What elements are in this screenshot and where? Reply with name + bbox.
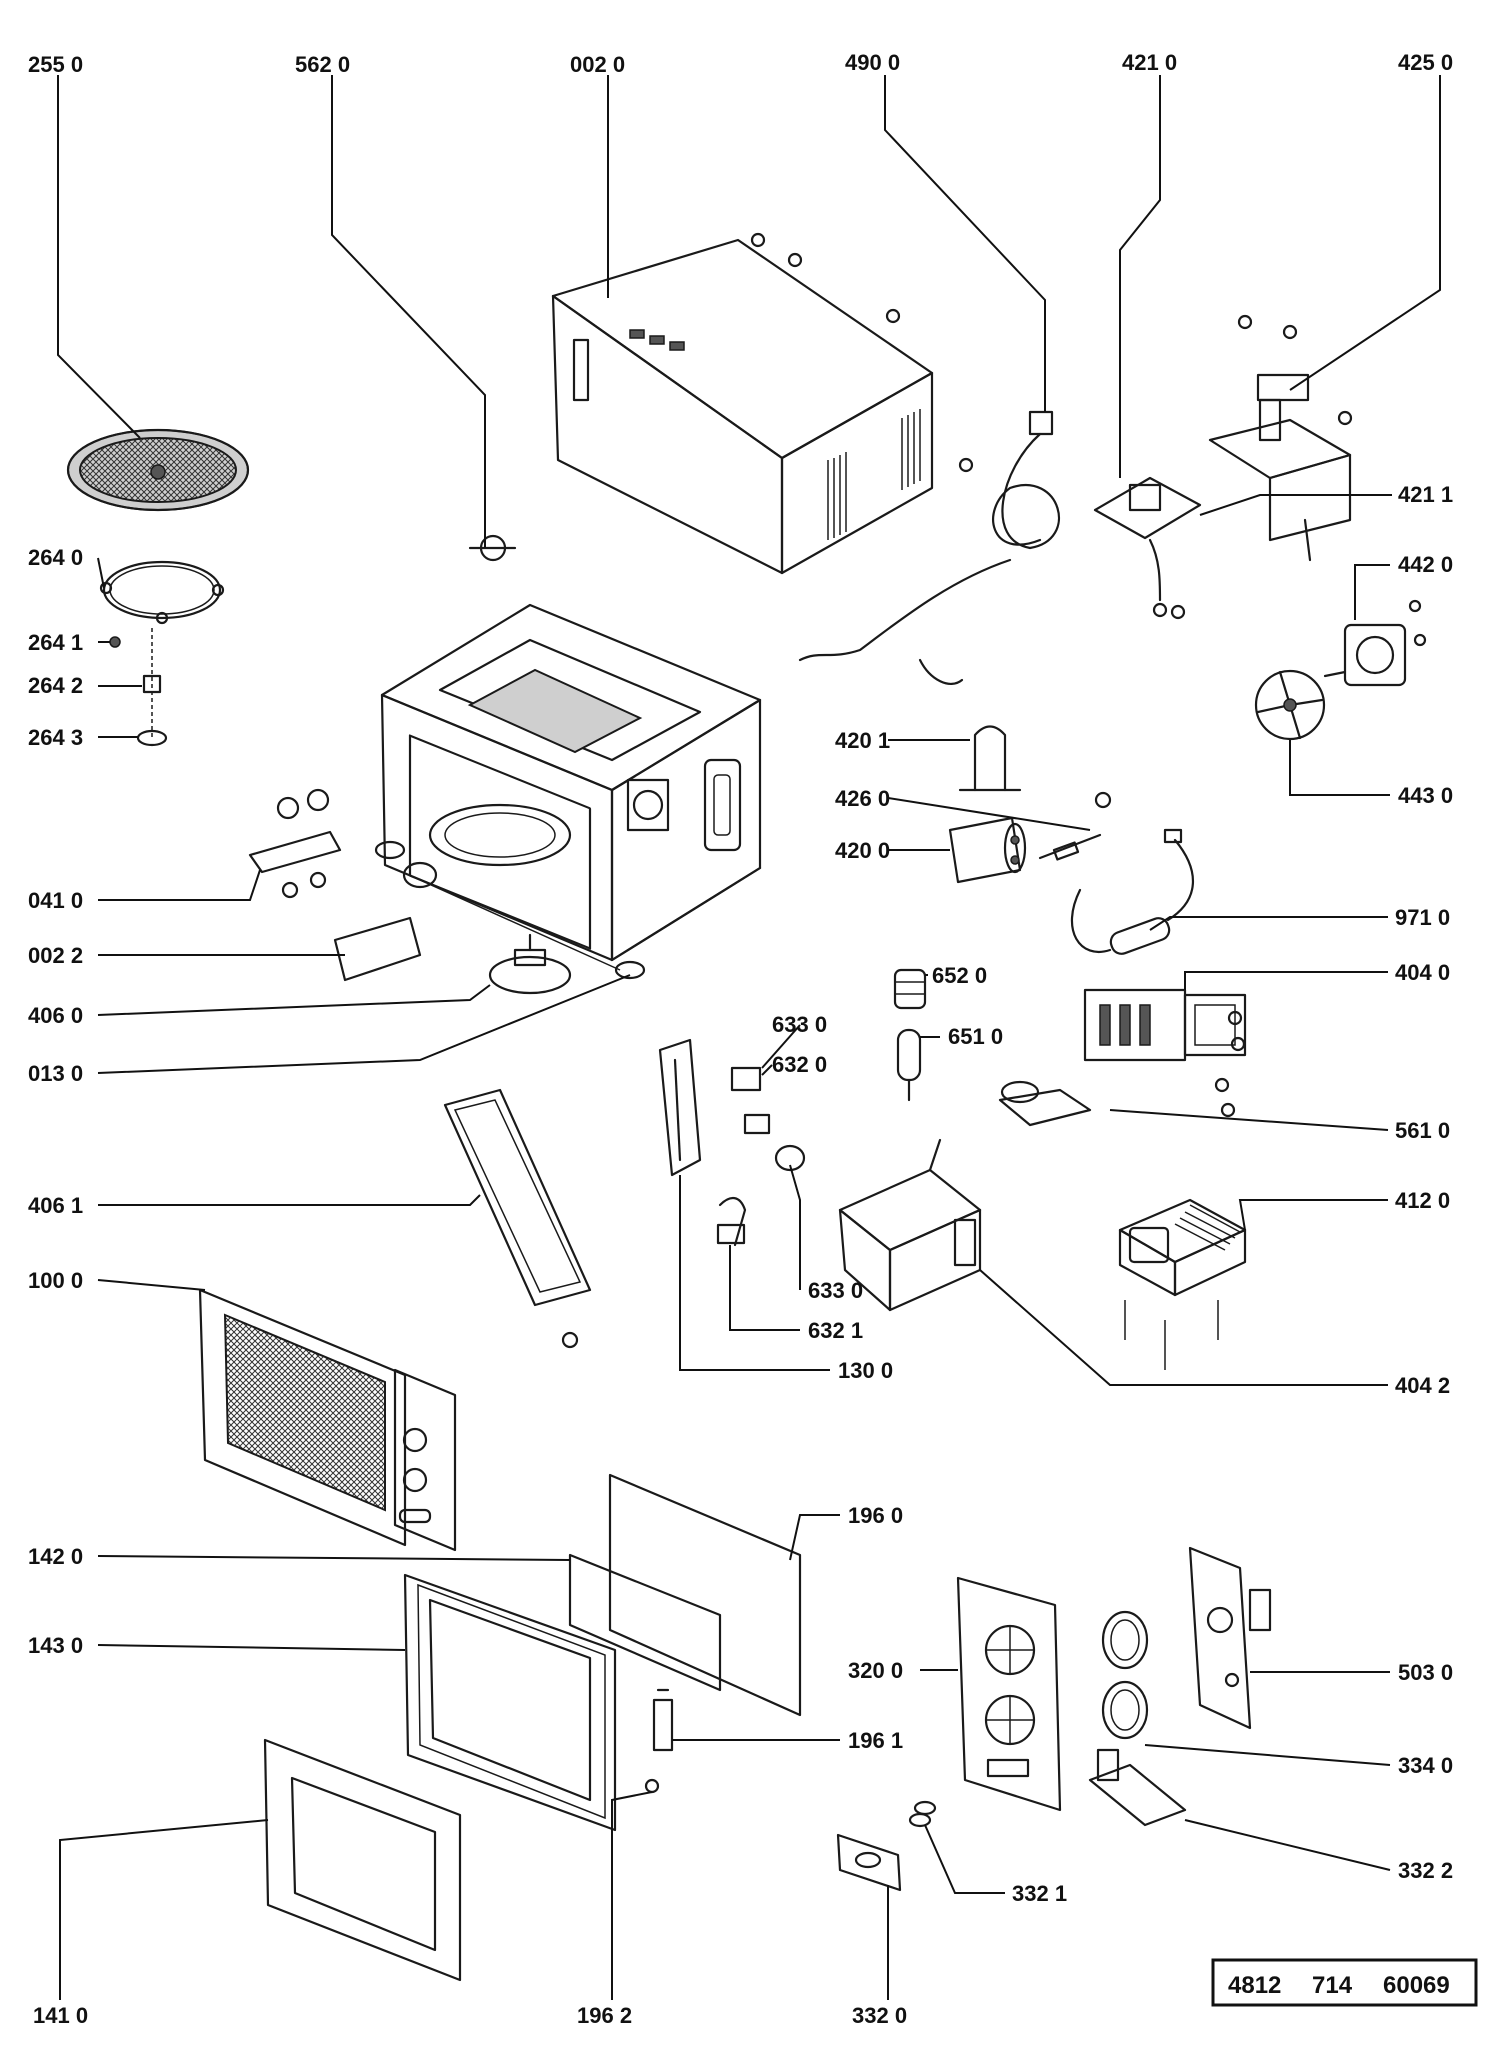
label-420-0: 420 0 xyxy=(835,838,890,863)
turntable-plate xyxy=(66,428,250,512)
relay-unit xyxy=(1083,988,1247,1118)
label-334-0: 334 0 xyxy=(1398,1753,1453,1778)
label-196-2: 196 2 xyxy=(577,2003,632,2028)
latch-spring xyxy=(644,1778,660,1794)
label-264-3: 264 3 xyxy=(28,725,83,750)
label-561-0: 561 0 xyxy=(1395,1118,1450,1143)
control-knobs xyxy=(1101,1610,1149,1740)
label-652-0: 652 0 xyxy=(932,963,987,988)
label-443-0: 443 0 xyxy=(1398,783,1453,808)
door-panel xyxy=(608,1473,802,1717)
fan-blade xyxy=(1254,669,1326,741)
label-632-1: 632 1 xyxy=(808,1318,863,1343)
label-632-0: 632 0 xyxy=(772,1052,827,1077)
label-406-1: 406 1 xyxy=(28,1193,83,1218)
power-cord xyxy=(798,410,1060,686)
hv-capacitor xyxy=(948,816,1027,884)
label-013-0: 013 0 xyxy=(28,1061,83,1086)
label-255-0: 255 0 xyxy=(28,52,83,77)
button-spring xyxy=(908,1800,937,1828)
small-bracket xyxy=(248,788,342,899)
label-130-0: 130 0 xyxy=(838,1358,893,1383)
label-421-0: 421 0 xyxy=(1122,50,1177,75)
transformer xyxy=(1118,1198,1247,1370)
lamp-socket xyxy=(893,968,927,1010)
label-412-0: 412 0 xyxy=(1395,1188,1450,1213)
leader-lines xyxy=(57,75,1441,2000)
choke-cover xyxy=(568,1553,722,1692)
turntable-motor xyxy=(488,933,572,995)
label-651-0: 651 0 xyxy=(948,1024,1003,1049)
door-assembly xyxy=(198,1288,457,1552)
outer-cabinet xyxy=(551,232,974,575)
label-002-0: 002 0 xyxy=(570,52,625,77)
main-chassis xyxy=(380,603,762,971)
capacitor-bracket xyxy=(958,725,1022,792)
label-406-0: 406 0 xyxy=(28,1003,83,1028)
label-421-1: 421 1 xyxy=(1398,482,1453,507)
label-264-2: 264 2 xyxy=(28,673,83,698)
label-420-1: 420 1 xyxy=(835,728,890,753)
label-100-0: 100 0 xyxy=(28,1268,83,1293)
label-971-0: 971 0 xyxy=(1395,905,1450,930)
label-633-0-bottom: 633 0 xyxy=(808,1278,863,1303)
label-404-0: 404 0 xyxy=(1395,960,1450,985)
label-143-0: 143 0 xyxy=(28,1633,83,1658)
hv-fuse-lead xyxy=(1070,828,1195,955)
rubber-foot xyxy=(374,840,646,980)
label-320-0: 320 0 xyxy=(848,1658,903,1683)
doc-number-part3: 60069 xyxy=(1383,1972,1450,1999)
timer-module xyxy=(1188,1546,1272,1730)
door-button xyxy=(836,1833,902,1892)
door-latch xyxy=(652,1688,674,1752)
control-panel xyxy=(956,1576,1062,1812)
label-562-0: 562 0 xyxy=(295,52,350,77)
thermal-switch xyxy=(998,1080,1092,1127)
label-503-0: 503 0 xyxy=(1398,1660,1453,1685)
label-332-0: 332 0 xyxy=(852,2003,907,2028)
roller-parts xyxy=(109,628,168,747)
fuse-holder xyxy=(1093,476,1202,620)
label-332-2: 332 2 xyxy=(1398,1858,1453,1883)
label-332-1: 332 1 xyxy=(1012,1881,1067,1906)
cover-plate xyxy=(333,916,422,982)
label-196-1: 196 1 xyxy=(848,1728,903,1753)
label-142-0: 142 0 xyxy=(28,1544,83,1569)
label-002-2: 002 2 xyxy=(28,943,83,968)
label-041-0: 041 0 xyxy=(28,888,83,913)
doc-number-part2: 714 xyxy=(1312,1972,1353,1999)
door-window xyxy=(263,1738,462,1982)
label-425-0: 425 0 xyxy=(1398,50,1453,75)
label-633-0-top: 633 0 xyxy=(772,1012,827,1037)
button-lever xyxy=(1088,1748,1187,1827)
interlock-bracket xyxy=(658,1038,806,1247)
label-442-0: 442 0 xyxy=(1398,552,1453,577)
door-frame xyxy=(403,1573,617,1832)
document-number-box: 4812 714 60069 xyxy=(1211,1958,1478,2007)
fan-motor xyxy=(1323,599,1427,687)
bottom-cover xyxy=(443,1088,592,1349)
roller-ring xyxy=(99,560,225,625)
label-196-0: 196 0 xyxy=(848,1503,903,1528)
part-labels: 255 0 562 0 002 0 490 0 421 0 425 0 264 … xyxy=(28,50,1453,2028)
doc-number-part1: 4812 xyxy=(1228,1972,1281,1999)
bracket-assembly xyxy=(1208,314,1353,562)
lamp xyxy=(896,1028,922,1102)
label-404-2: 404 2 xyxy=(1395,1373,1450,1398)
label-490-0: 490 0 xyxy=(845,50,900,75)
hv-diode xyxy=(1038,791,1112,861)
label-264-0: 264 0 xyxy=(28,545,83,570)
label-264-1: 264 1 xyxy=(28,630,83,655)
thermostat xyxy=(468,534,517,562)
label-141-0: 141 0 xyxy=(33,2003,88,2028)
label-426-0: 426 0 xyxy=(835,786,890,811)
